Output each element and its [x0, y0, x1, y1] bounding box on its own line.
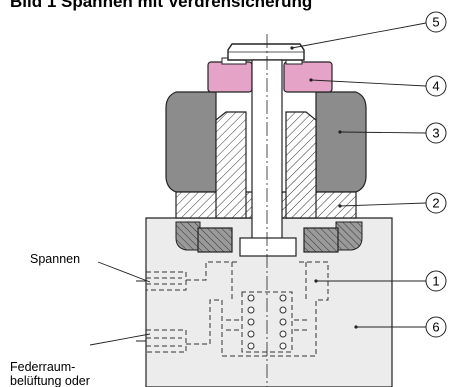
leader-lines: [89, 22, 427, 346]
callout-2-label: 2: [432, 196, 439, 211]
body-seat-hatch-right: [335, 221, 363, 251]
callout-3-label: 3: [432, 126, 439, 141]
bolt-tip: [239, 237, 297, 257]
callout-6-label: 6: [432, 320, 439, 335]
hex-nut-left: [165, 91, 217, 193]
spring: [247, 294, 287, 350]
washer-left: [207, 61, 253, 93]
callout-6: [425, 316, 447, 338]
figure-title: Bild 1 Spannen mit Verdrehsicherung: [10, 0, 313, 11]
sleeve-left: [215, 111, 247, 219]
callout-5: [425, 11, 447, 33]
callout-circles: [425, 11, 447, 338]
callout-1-label: 1: [432, 274, 439, 289]
callout-5-label: 5: [432, 15, 439, 30]
sleeve-right: [285, 111, 317, 219]
callout-dots: [290, 46, 358, 329]
seal-left: [197, 227, 233, 253]
seal-right: [303, 227, 339, 253]
washer-right: [283, 61, 333, 93]
body-seat-hatch: [175, 221, 201, 251]
label-spannen: Spannen: [30, 252, 80, 266]
callout-4-label: 4: [432, 79, 439, 94]
label-federraum-2: belüftung oder: [10, 374, 90, 387]
callout-2: [425, 192, 447, 214]
label-federraum-1: Federraum-: [10, 360, 75, 374]
hex-nut-right: [315, 91, 367, 193]
callout-4: [425, 75, 447, 97]
callout-1: [425, 270, 447, 292]
callout-3: [425, 122, 447, 144]
